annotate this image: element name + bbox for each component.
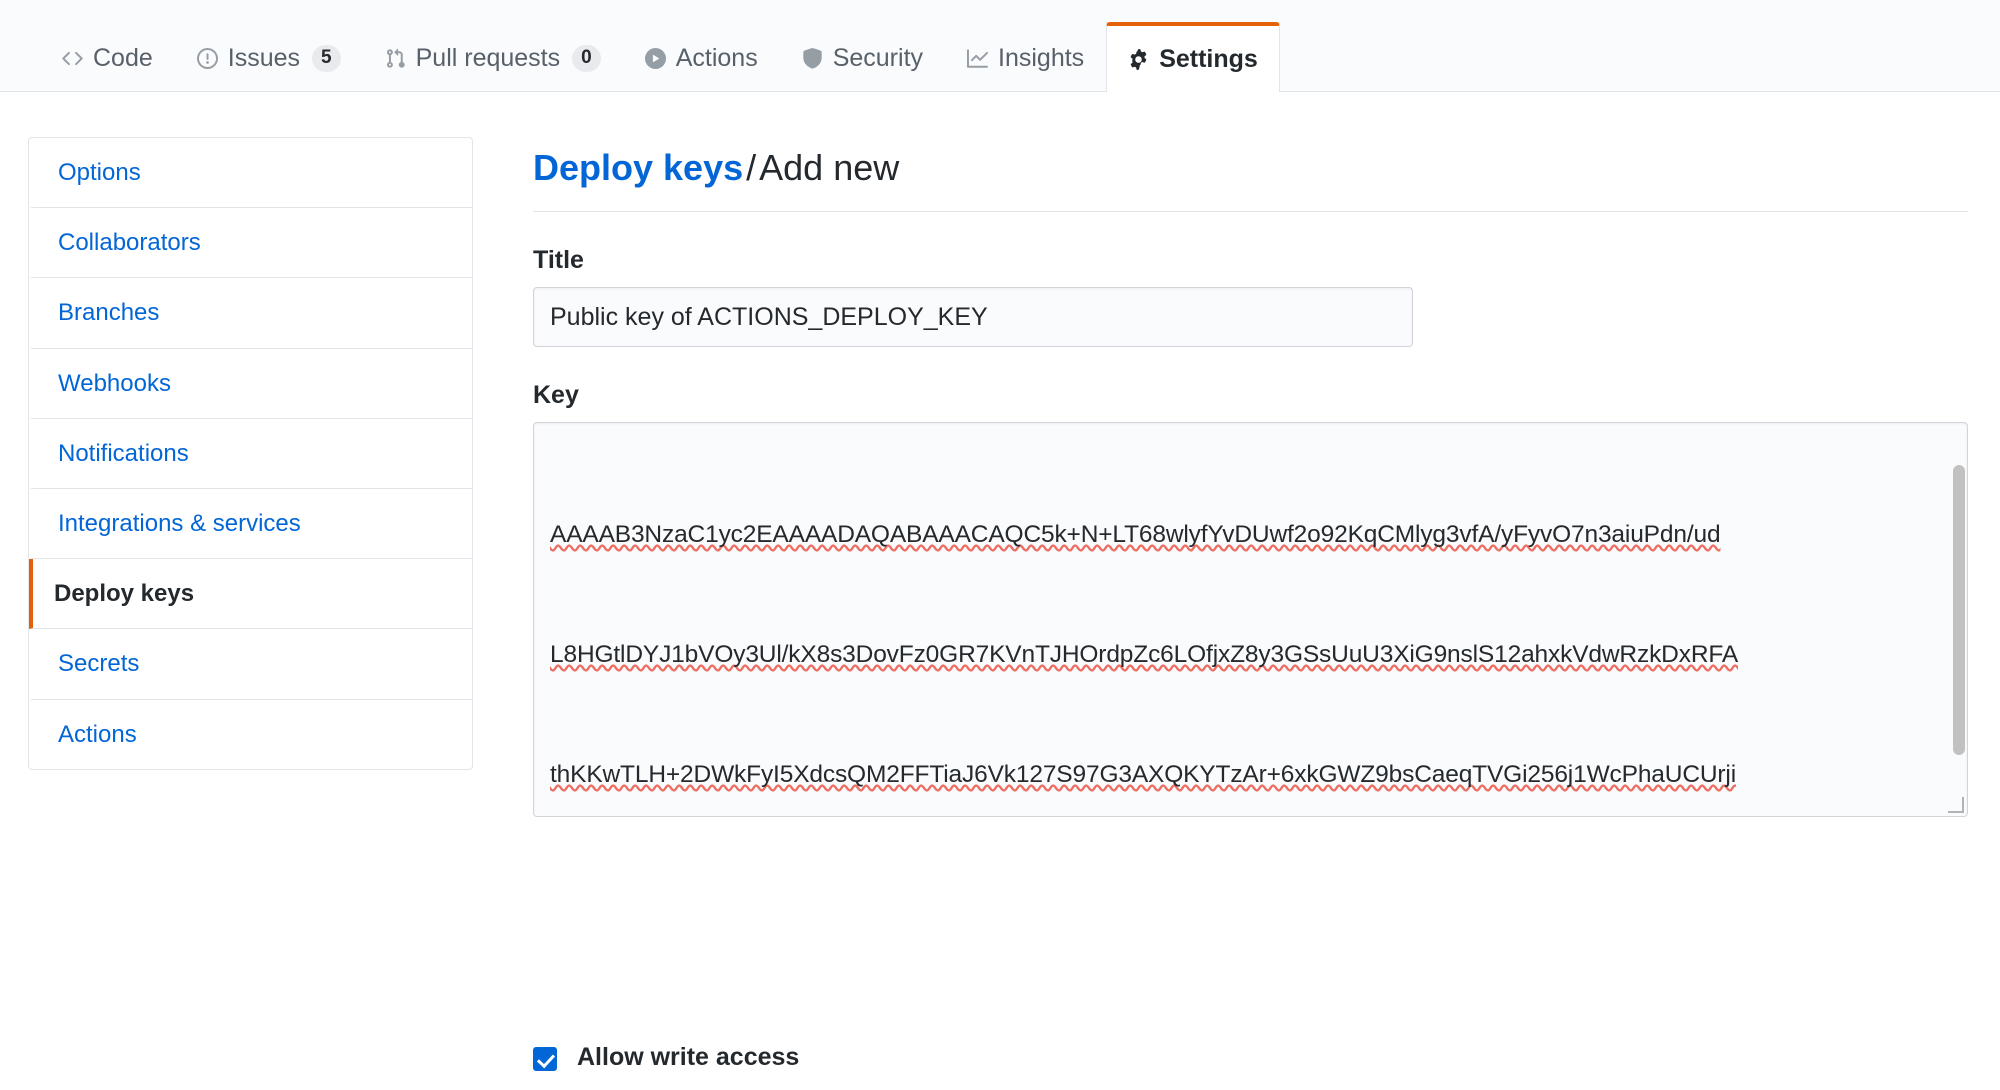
key-field-label: Key bbox=[533, 381, 579, 410]
tab-label: Insights bbox=[998, 44, 1085, 72]
sidebar-item-webhooks[interactable]: Webhooks bbox=[29, 349, 472, 419]
allow-write-access-row: Allow write access Can this key be used … bbox=[533, 1041, 1533, 1090]
breadcrumb-current: Add new bbox=[759, 147, 900, 189]
title-input[interactable] bbox=[533, 287, 1413, 348]
issue-opened-icon bbox=[196, 48, 218, 69]
tab-issues[interactable]: Issues 5 bbox=[175, 25, 363, 91]
page-title: Deploy keys/Add new bbox=[533, 146, 1968, 213]
key-line: AAAAB3NzaC1yc2EAAAADAQABAAACAQC5k+N+LT68… bbox=[550, 521, 1721, 549]
breadcrumb-separator: / bbox=[746, 147, 757, 189]
key-line: thKKwTLH+2DWkFyI5XdcsQM2FFTiaJ6Vk127S97G… bbox=[550, 761, 1737, 789]
tab-code[interactable]: Code bbox=[40, 25, 175, 91]
tab-label: Issues bbox=[227, 44, 301, 72]
title-field-label: Title bbox=[533, 246, 584, 275]
tab-label: Security bbox=[832, 44, 924, 72]
sidebar-item-deploy-keys[interactable]: Deploy keys bbox=[29, 559, 472, 630]
key-textarea[interactable]: AAAAB3NzaC1yc2EAAAADAQABAAACAQC5k+N+LT68… bbox=[533, 422, 1968, 818]
sidebar-item-integrations-and-services[interactable]: Integrations & services bbox=[29, 489, 472, 560]
note-bold: push bbox=[824, 1087, 879, 1090]
write-access-block: Allow write access Can this key be used … bbox=[533, 997, 1533, 1090]
sidebar-item-collaborators[interactable]: Collaborators bbox=[29, 208, 472, 279]
sidebar-item-secrets[interactable]: Secrets bbox=[29, 629, 472, 700]
code-icon bbox=[62, 48, 83, 69]
tab-label: Code bbox=[93, 44, 153, 72]
gear-icon bbox=[1128, 48, 1149, 70]
pull-requests-counter: 0 bbox=[572, 45, 601, 72]
settings-sidebar: Options Collaborators Branches Webhooks … bbox=[28, 137, 473, 770]
tab-label: Actions bbox=[675, 44, 758, 72]
key-line: L8HGtlDYJ1bVOy3Ul/kX8s3DovFz0GR7KVnTJHOr… bbox=[550, 641, 1739, 669]
sidebar-item-options[interactable]: Options bbox=[29, 138, 472, 209]
tab-label: Pull requests bbox=[415, 44, 561, 72]
tab-actions[interactable]: Actions bbox=[623, 25, 780, 91]
note-pre: Can this key be used to bbox=[577, 1087, 824, 1090]
sidebar-item-branches[interactable]: Branches bbox=[29, 278, 472, 349]
tab-insights[interactable]: Insights bbox=[945, 25, 1106, 91]
allow-write-access-text: Allow write access Can this key be used … bbox=[577, 1041, 1458, 1090]
allow-write-access-note: Can this key be used to push to this rep… bbox=[577, 1084, 1458, 1090]
tab-settings[interactable]: Settings bbox=[1106, 22, 1280, 92]
tab-pull-requests[interactable]: Pull requests 0 bbox=[363, 25, 623, 91]
play-icon bbox=[644, 48, 666, 69]
tab-label: Settings bbox=[1159, 44, 1258, 73]
allow-write-access-label[interactable]: Allow write access bbox=[577, 1043, 800, 1071]
shield-icon bbox=[802, 48, 823, 69]
git-pull-request-icon bbox=[385, 48, 406, 69]
issues-counter: 5 bbox=[312, 45, 341, 72]
graph-icon bbox=[967, 48, 989, 69]
resize-handle-icon[interactable] bbox=[1948, 797, 1964, 814]
repo-nav: Code Issues 5 Pull requests 0 Actions bbox=[0, 0, 2000, 92]
allow-write-access-checkbox[interactable] bbox=[533, 1047, 557, 1071]
key-textarea-content: AAAAB3NzaC1yc2EAAAADAQABAAACAQC5k+N+LT68… bbox=[550, 435, 1935, 816]
key-textarea-scrollbar[interactable] bbox=[1953, 465, 1965, 756]
sidebar-item-notifications[interactable]: Notifications bbox=[29, 419, 472, 489]
tab-security[interactable]: Security bbox=[780, 25, 945, 91]
main-content: Deploy keys/Add new Title Key AAAAB3NzaC… bbox=[533, 122, 1968, 818]
note-post: to this repository? Deploy keys always h… bbox=[879, 1087, 1458, 1090]
breadcrumb-deploy-keys-link[interactable]: Deploy keys bbox=[533, 147, 744, 189]
sidebar-item-actions[interactable]: Actions bbox=[58, 720, 137, 748]
